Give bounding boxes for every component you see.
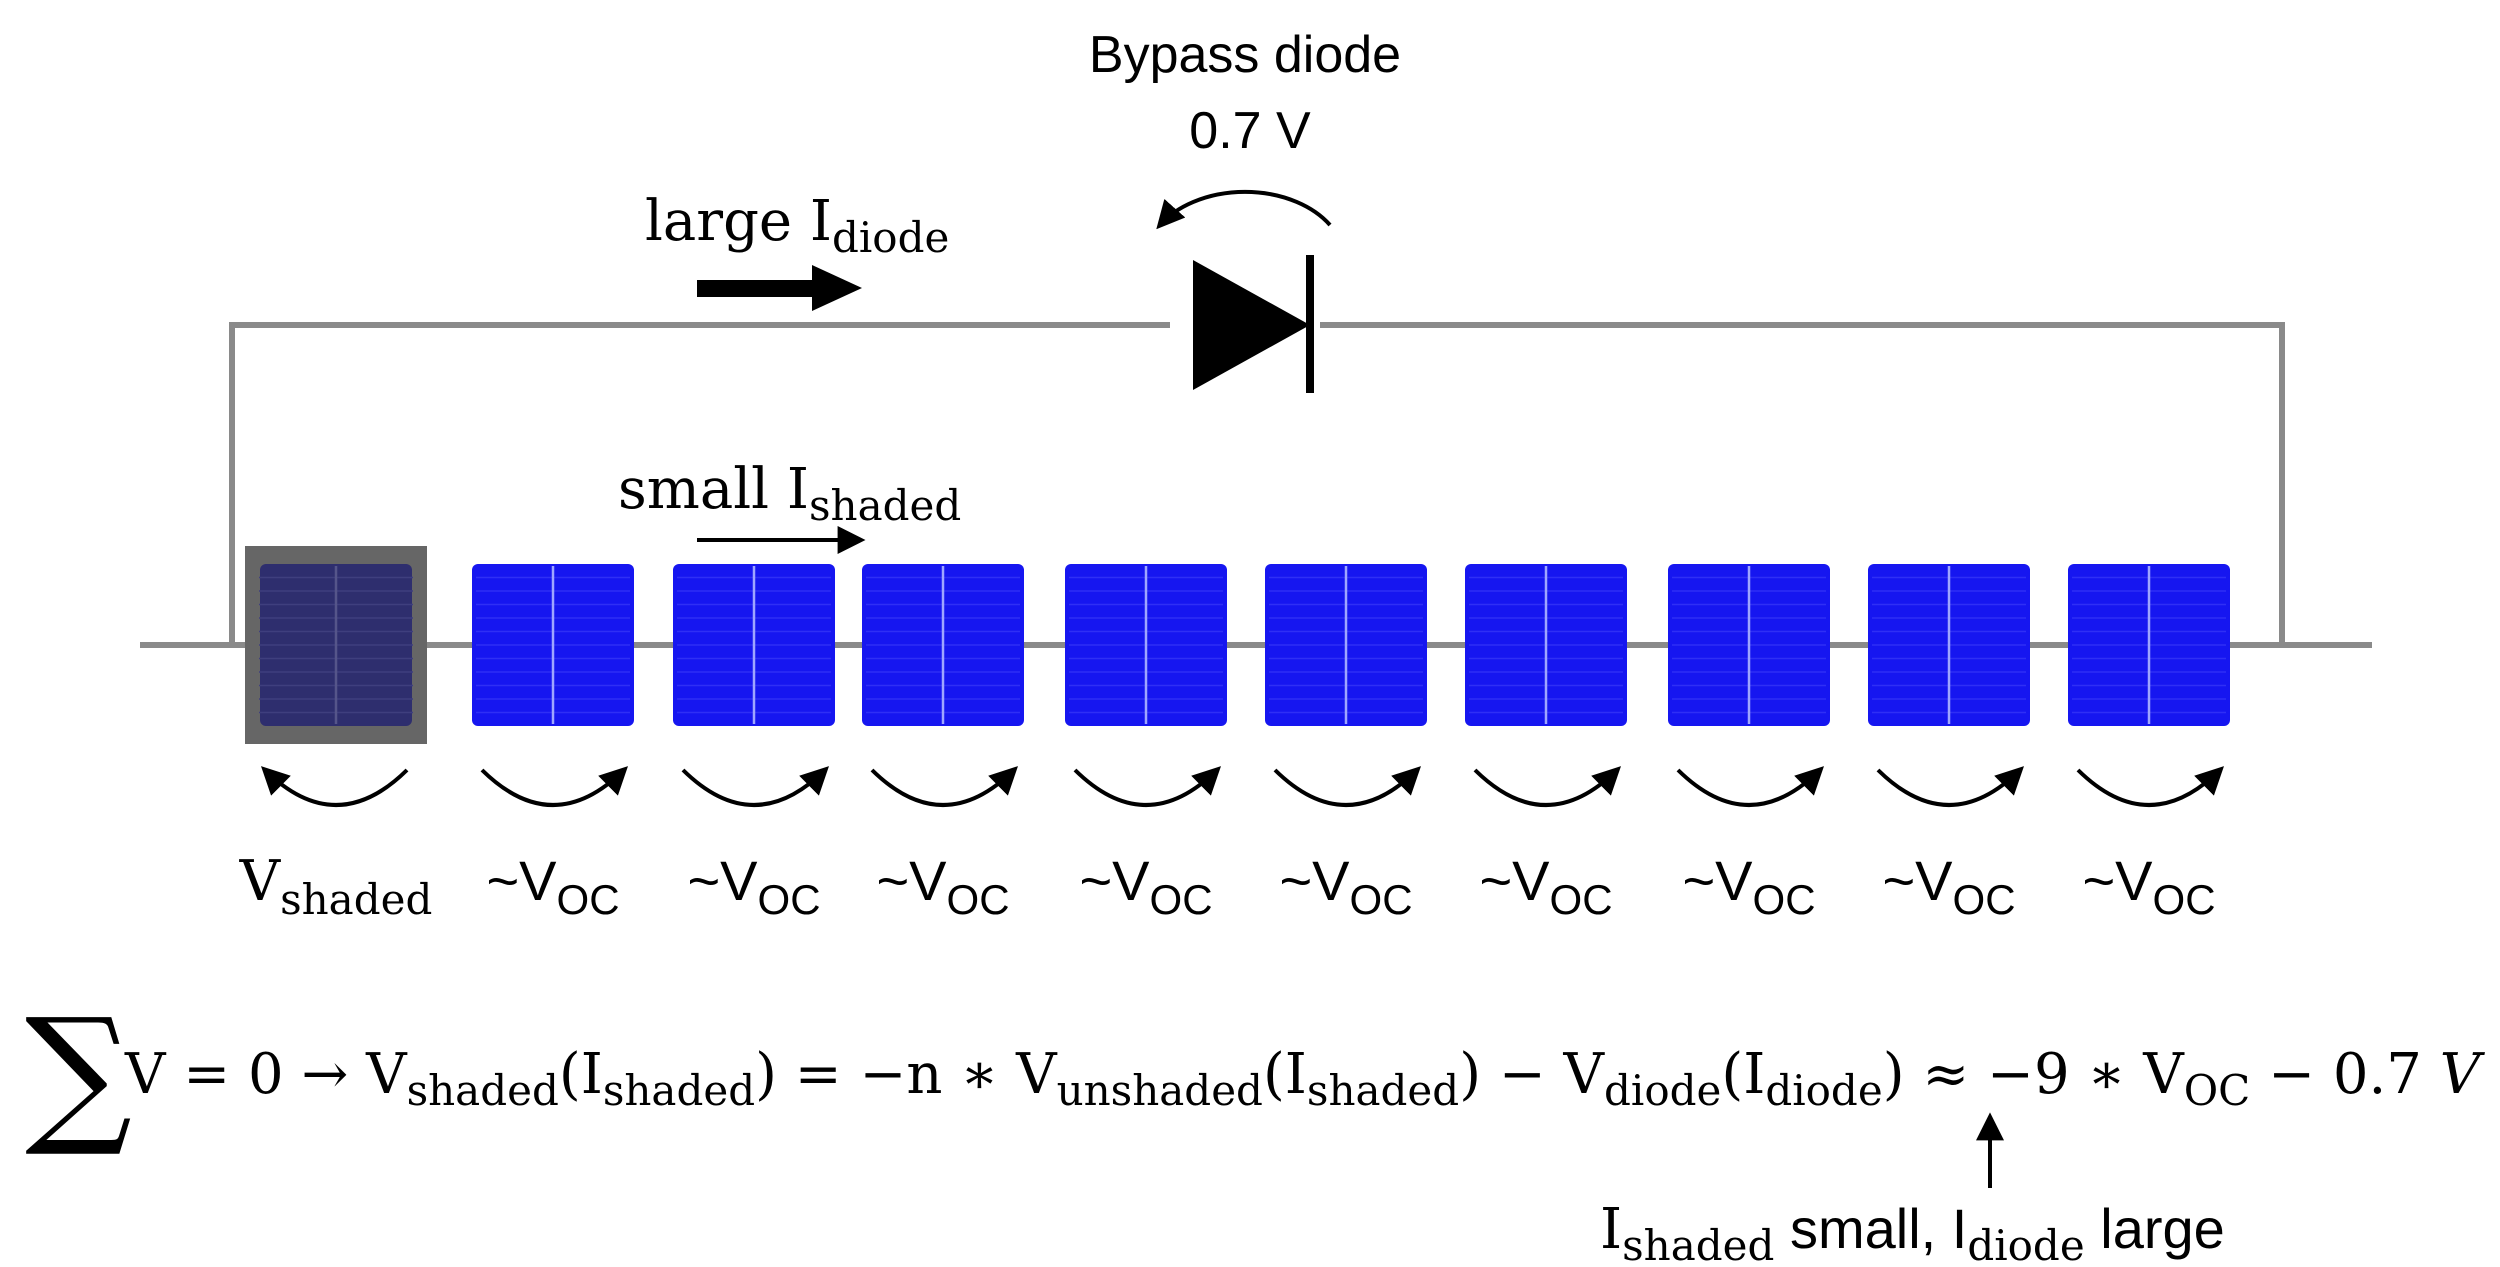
cell-voltage-arrow: [2076, 766, 2224, 807]
diode-icon: [1156, 189, 1332, 393]
cell-voltage-arrow: [870, 766, 1018, 807]
unshaded-cell: [472, 564, 634, 726]
cell-voltage-label: ~VOC: [687, 849, 820, 923]
diode-current-label: large Idiode: [645, 189, 949, 262]
cell-voltage-arrow: [681, 766, 829, 807]
kvl-sum-symbol: ∑: [25, 987, 132, 1161]
unshaded-cell: [1265, 564, 1427, 726]
diode-voltage-arc: [1156, 189, 1332, 230]
diode-current-arrow: [697, 265, 862, 311]
current-note: Ishaded small, Idiode large: [1600, 1197, 2225, 1267]
unshaded-cell: [1668, 564, 1830, 726]
diode-triangle: [1193, 260, 1310, 390]
unshaded-cell: [1465, 564, 1627, 726]
solar-cell-string: Vshaded ~VOC ~VOC ~VOC ~VOC ~VOC ~VOC ~VOC ~VOC ~…: [239, 546, 2230, 924]
cell-voltage-arrow: [261, 766, 409, 807]
cell-voltage-label: ~VOC: [1882, 849, 2015, 923]
unshaded-cell: [673, 564, 835, 726]
cell-voltage-label: ~VOC: [1479, 849, 1612, 923]
cell-voltage-label: ~VOC: [1279, 849, 1412, 923]
unshaded-cell: [1065, 564, 1227, 726]
cell-voltage-arrow: [1676, 766, 1824, 807]
unshaded-cell: [862, 564, 1024, 726]
cell-voltage-label: ~VOC: [2082, 849, 2215, 923]
diode-title: Bypass diode: [1089, 26, 1401, 84]
shaded-cell: [245, 546, 427, 744]
cell-voltage-label: ~VOC: [876, 849, 1009, 923]
kvl-equation: V = 0 → Vshaded(Ishaded) = −n ∗ Vunshade…: [124, 1042, 2486, 1115]
unshaded-cell: [1868, 564, 2030, 726]
cell-voltage-arrow: [1473, 766, 1621, 807]
cell-voltage-label: ~VOC: [1682, 849, 1815, 923]
cell-voltage-label: Vshaded: [239, 849, 433, 924]
cell-voltage-arrow: [1876, 766, 2024, 807]
unshaded-cell: [2068, 564, 2230, 726]
cell-voltage-label: ~VOC: [1079, 849, 1212, 923]
cell-voltage-arrow: [1273, 766, 1421, 807]
shaded-current-label: small Ishaded: [618, 457, 961, 530]
cell-voltage-arrow: [1073, 766, 1221, 807]
cell-voltage-label: ~VOC: [486, 849, 619, 923]
cell-voltage-arrow: [480, 766, 628, 807]
diode-voltage: 0.7 V: [1189, 102, 1311, 160]
